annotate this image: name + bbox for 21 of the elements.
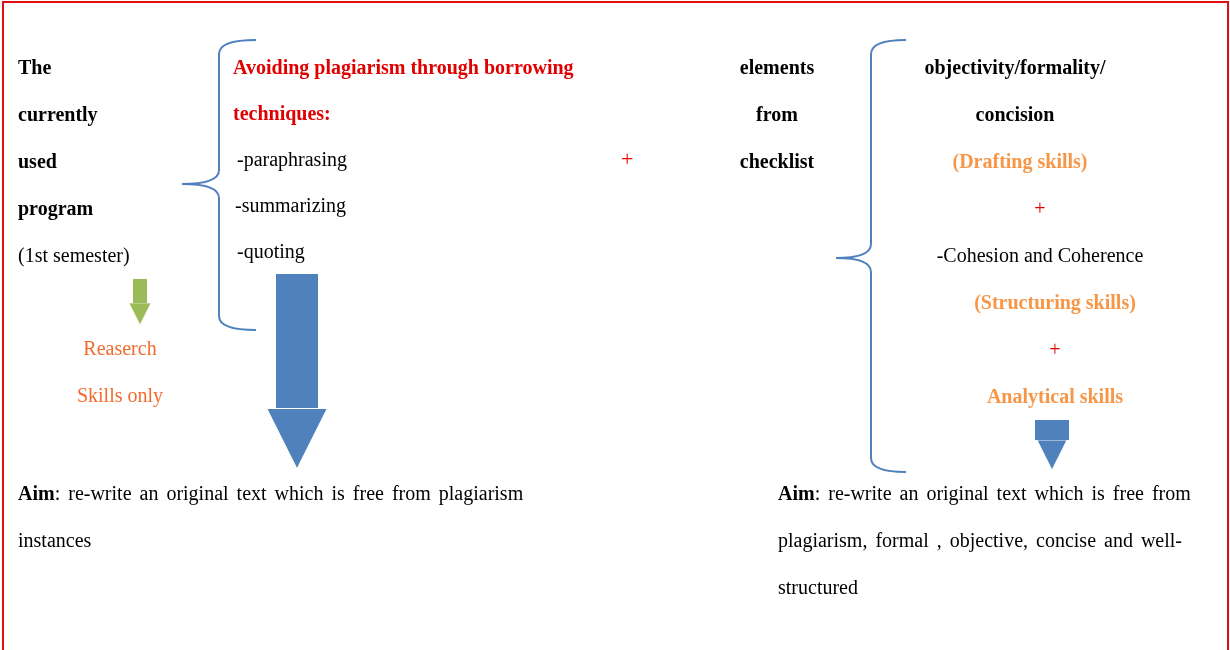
skills-note: Reaserch Skills only	[75, 336, 165, 409]
skills-list-item: (Drafting skills)	[951, 149, 1089, 175]
aim-text: Aim: re-write an original text which is free from plagiarism, formal , objective, concise and well-structured	[778, 481, 1192, 600]
techniques-list-item: -quoting	[236, 239, 306, 265]
techniques-list-item: -summarizing	[234, 193, 348, 219]
plus-sign: +	[621, 145, 634, 173]
checklist-label: elements from checklist	[738, 55, 816, 174]
techniques-list-heading: Avoiding plagiarism through borrowing techniques:	[233, 55, 575, 127]
program-label-item: (1st semester)	[18, 243, 131, 269]
program-label-heading: The currently used program	[18, 55, 99, 222]
arrow	[1035, 420, 1069, 471]
skills-list-item: Analytical skills	[985, 384, 1125, 410]
skills-list-item: (Structuring skills)	[973, 290, 1137, 316]
arrow	[265, 274, 329, 471]
skills-list-heading: objectivity/formality/ concision	[923, 55, 1107, 127]
skills-list-item: -Cohesion and Coherence	[935, 243, 1145, 268]
arrow	[128, 279, 152, 326]
plus-sign: +	[1048, 337, 1062, 362]
techniques-list-item: -paraphrasing	[236, 147, 348, 173]
plus-sign: +	[1033, 196, 1047, 221]
aim-text: Aim: re-write an original text which is free from plagiarism instances	[18, 481, 525, 553]
